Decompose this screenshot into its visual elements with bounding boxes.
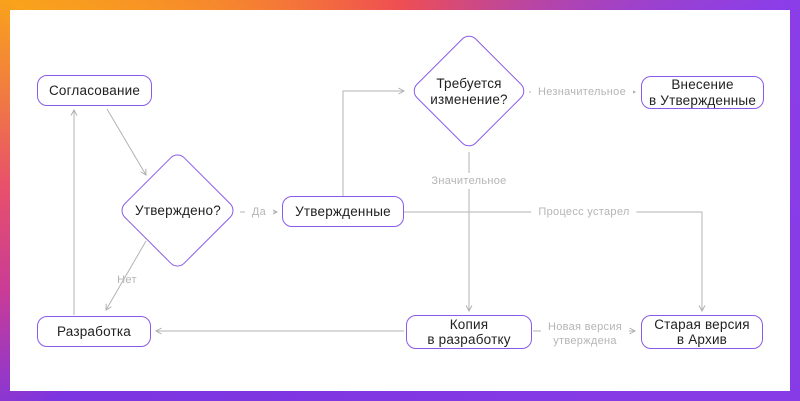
edge-label-novaya-versiya: Новая версия утверждена xyxy=(540,319,630,349)
node-kopiya-v-razrabotku: Копия в разработку xyxy=(406,315,532,349)
node-soglasovanie-label: Согласование xyxy=(48,82,141,98)
node-staraya-label: Старая версия в Архив xyxy=(654,317,750,348)
edge-label-process-ustarel: Процесс устарел xyxy=(531,204,637,220)
node-kopiya-label: Копия в разработку xyxy=(427,317,510,348)
node-staraya-versiya-v-arkhiv: Старая версия в Архив xyxy=(641,315,763,349)
edge-label-net: Нет xyxy=(117,274,137,286)
edge-label-neznachitelnoe: Незначительное xyxy=(530,84,634,100)
node-utverzhdennye-label: Утвержденные xyxy=(295,203,391,219)
node-staraya-line1: Старая версия xyxy=(654,316,750,332)
node-utverzhdeno-text: Утверждено? xyxy=(135,202,221,218)
edge-utverzhdennye-to-trebuetsya xyxy=(342,87,405,196)
node-razrabotka: Разработка xyxy=(37,316,151,347)
node-utverzhdennye: Утвержденные xyxy=(282,196,404,227)
edge-label-novaya-versiya-line1: Новая версия xyxy=(547,321,623,333)
node-vnesenie-v-utverzhdennye: Внесение в Утвержденные xyxy=(641,76,764,109)
edge-utverzhdeno-to-razrabotka xyxy=(105,240,147,311)
node-kopiya-line2: в разработку xyxy=(427,332,511,347)
node-trebuetsya-line2: изменение? xyxy=(430,92,508,107)
edge-label-da: Да xyxy=(244,204,274,220)
node-vnesenie-line1: Внесение xyxy=(671,77,734,92)
edge-soglasovanie-to-utverzhdeno xyxy=(106,108,147,176)
node-kopiya-line1: Копия xyxy=(449,316,489,332)
node-trebuetsya-line1: Требуется xyxy=(436,75,502,91)
node-vnesenie-line2: в Утвержденные xyxy=(648,92,757,108)
node-soglasovanie: Согласование xyxy=(37,75,152,106)
node-vnesenie-label: Внесение в Утвержденные xyxy=(649,77,756,108)
node-staraya-line2: в Архив xyxy=(676,332,728,347)
node-utverzhdeno-label: Утверждено? xyxy=(123,196,233,226)
node-trebuetsya-izmenenie-label: Требуется изменение? xyxy=(409,74,529,110)
node-razrabotka-label: Разработка xyxy=(57,323,131,339)
edge-utverzhdennye-to-staraya xyxy=(404,211,706,312)
edge-label-znachitelnoe: Значительное xyxy=(424,173,514,189)
edge-label-novaya-versiya-line2: утверждена xyxy=(553,335,617,347)
